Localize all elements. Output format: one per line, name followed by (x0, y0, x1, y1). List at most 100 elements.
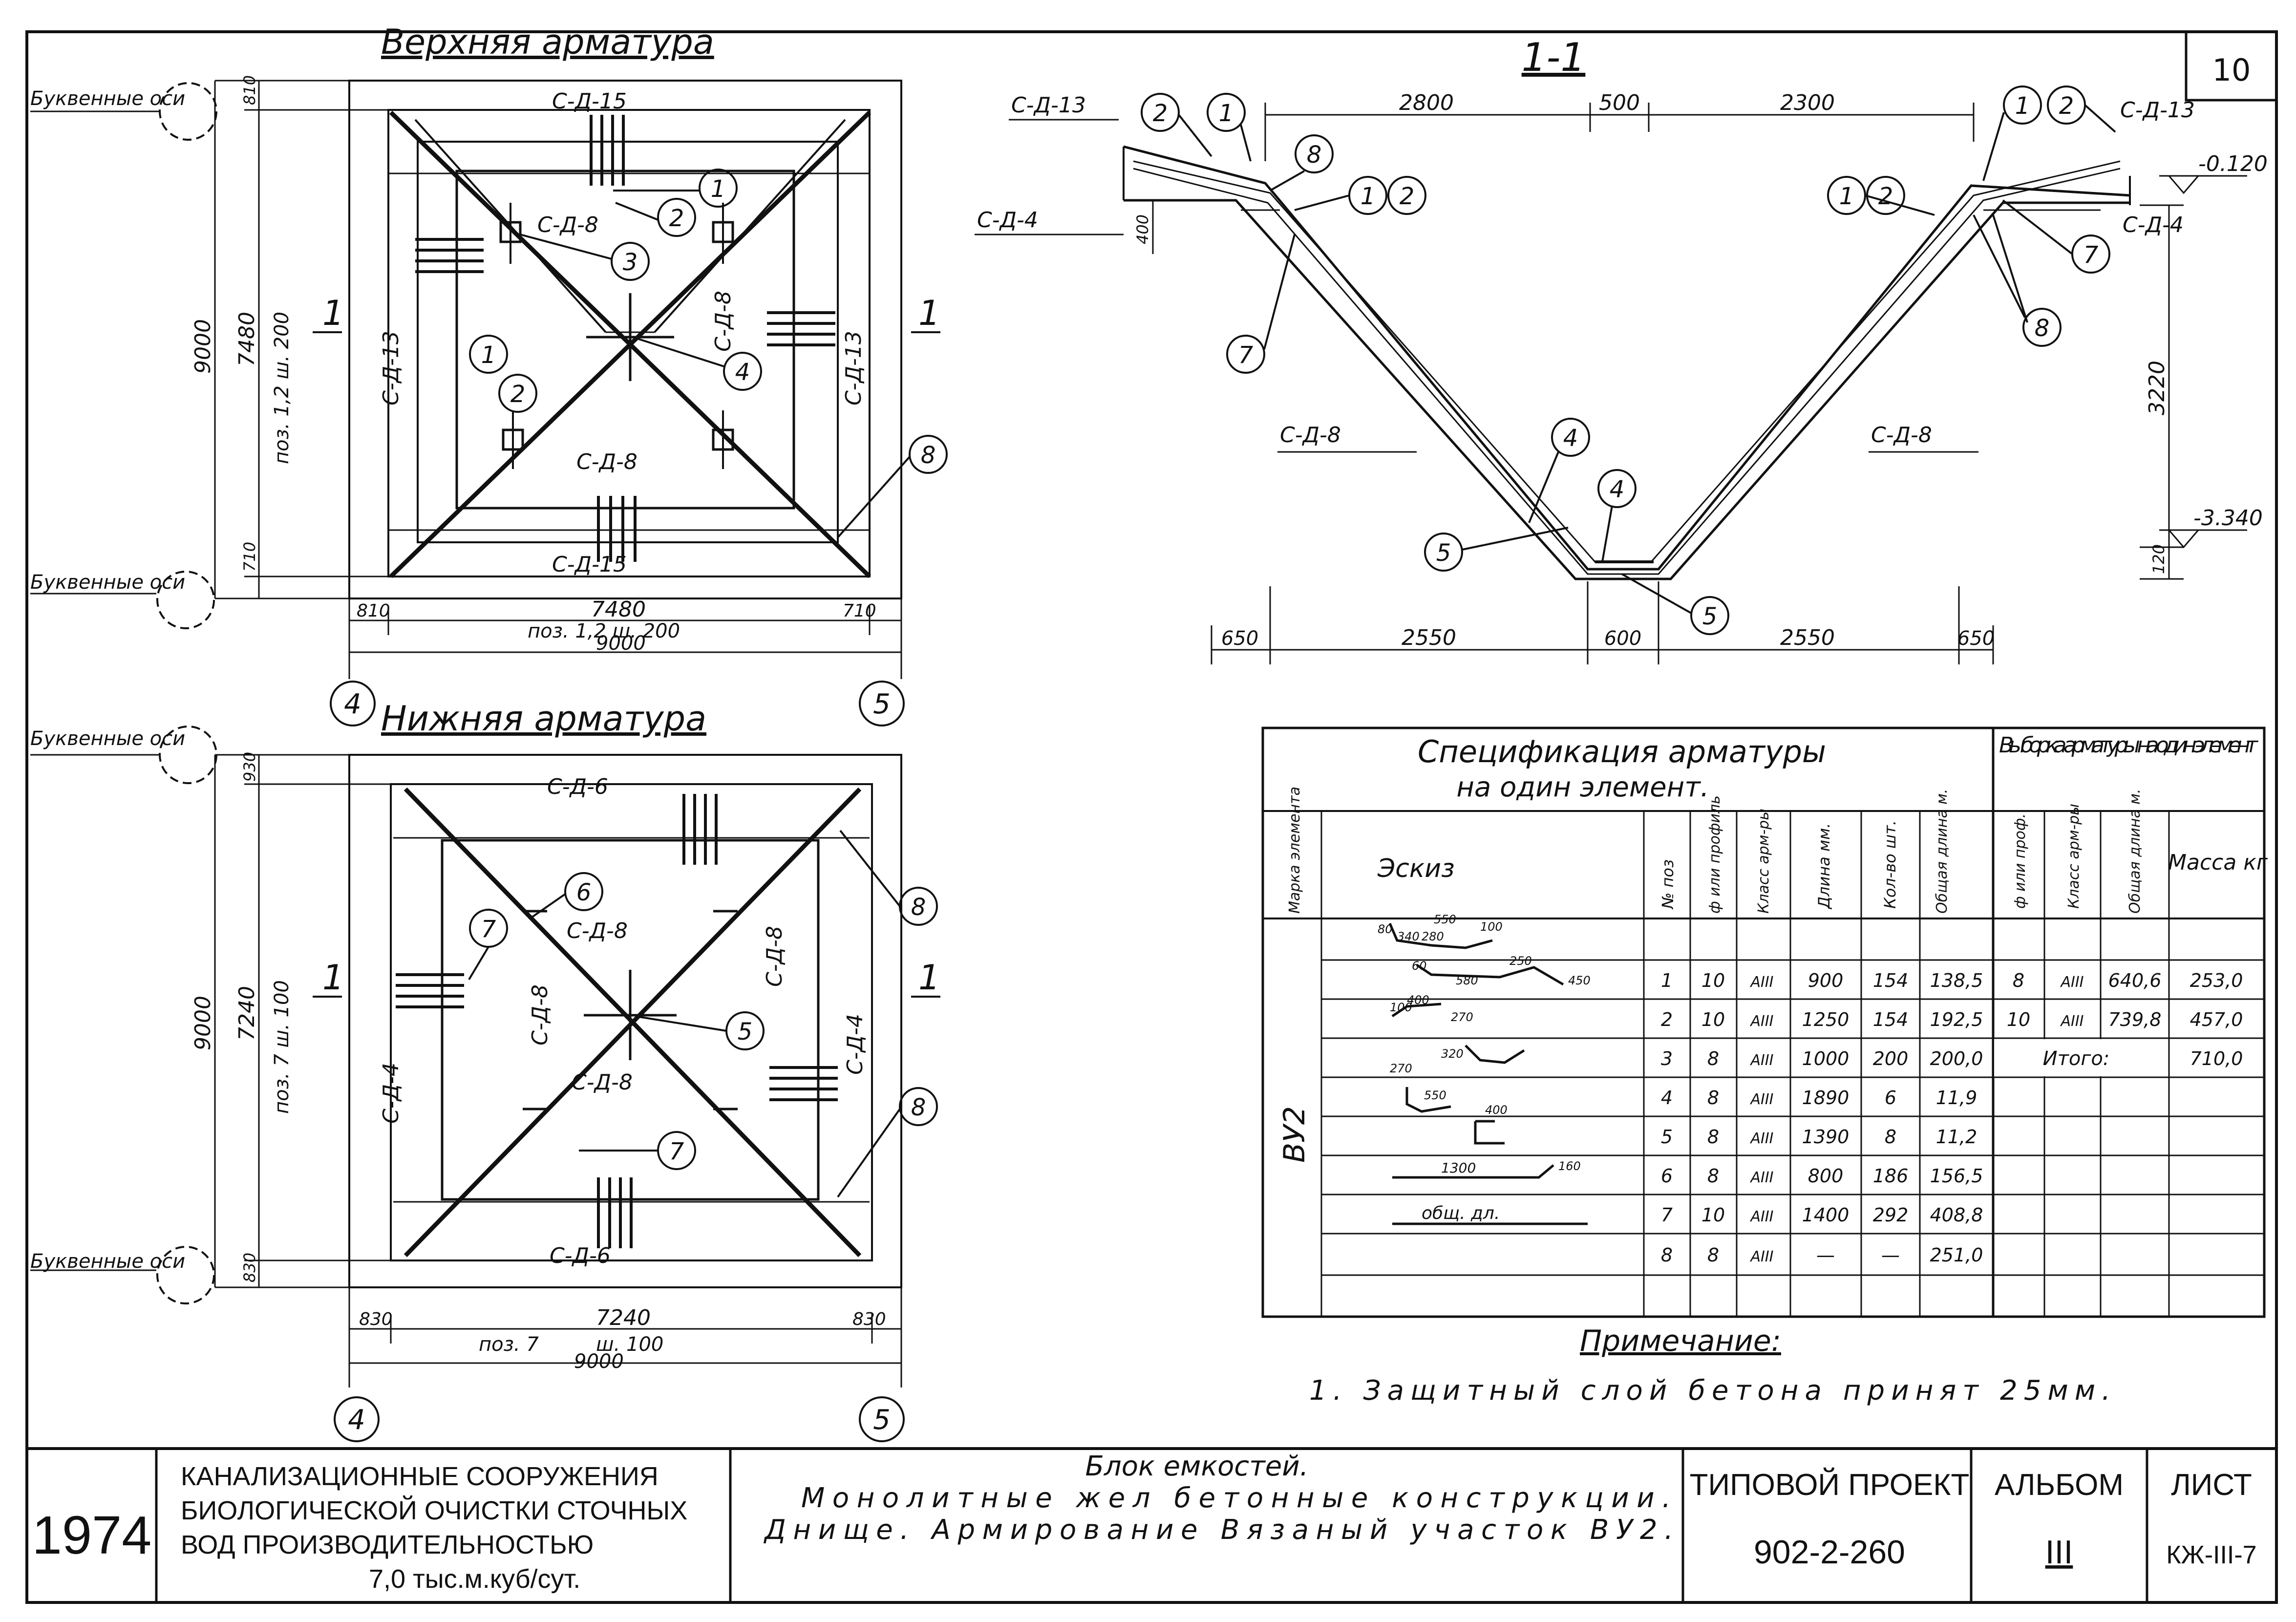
sketch-dim: 550 (1424, 1088, 1446, 1102)
top-axis-label-bottom: Буквенные оси (30, 571, 185, 594)
dim-right-h: 710 (843, 601, 876, 621)
callout: 4 (735, 359, 750, 386)
table-cell: 1 (1661, 970, 1673, 991)
hdr-sdia: ф или проф. (2012, 813, 2029, 909)
callout: 7 (1238, 341, 1254, 369)
spec-title-1: Спецификация арматуры (1418, 734, 1826, 769)
label-cd8-a: С-Д-8 (537, 213, 598, 237)
hdr-qty: Кол-во шт. (1881, 820, 1899, 909)
table-cell: — (1816, 1244, 1835, 1266)
dim-3220: 3220 (2145, 361, 2169, 415)
spec-rows: 1 10 AIII 900 154 138,5 2 10 AIII 1250 1… (1661, 970, 1983, 1266)
hdr-dia: ф или профиль (1706, 795, 1723, 914)
level-top: -0.120 (2198, 151, 2268, 176)
callout: 8 (921, 442, 936, 469)
callout: 1 (1219, 100, 1234, 127)
table-cell: 8 (1707, 1048, 1719, 1069)
axis-bubble (156, 571, 215, 629)
axis-4: 4 (348, 1404, 365, 1436)
dim-bottom-v: 830 (240, 1253, 259, 1282)
callout: 6 (576, 879, 592, 906)
axis-bubble-5 (859, 1396, 905, 1442)
spec-row: 5 8 AIII 1390 8 11,2 (1661, 1126, 1977, 1148)
label-cd4-right: С-Д-4 (2123, 213, 2184, 237)
hdr-mass: Масса кг (2168, 850, 2268, 875)
label-cd13-left: С-Д-13 (379, 331, 404, 406)
project-number: 902-2-260 (1754, 1534, 1905, 1571)
table-cell: AIII (1749, 1091, 1773, 1108)
label-cd13-right: С-Д-13 (2120, 98, 2195, 123)
top-plan: Верхняя арматура Буквенные оси Буквенные… (30, 22, 948, 726)
axis-bubble-5 (859, 681, 905, 726)
dim-pos-h: поз. 7 (479, 1333, 539, 1356)
table-cell: 11,9 (1936, 1087, 1977, 1109)
org-line-4: 7,0 тыс.м.куб/сут. (369, 1564, 580, 1594)
callout: 1 (711, 175, 726, 203)
callout: 2 (1153, 100, 1168, 127)
callout: 7 (669, 1138, 684, 1165)
dim-bottom-1: 650 (1221, 627, 1258, 650)
table-cell: AIII (2060, 974, 2083, 991)
table-cell: 156,5 (1930, 1165, 1983, 1187)
callout: 1 (2015, 92, 2030, 120)
table-cell: 4 (1661, 1087, 1673, 1109)
dim-bottom-5: 650 (1957, 627, 1995, 650)
table-cell: 800 (1808, 1165, 1844, 1187)
hdr-pos: № поз (1658, 859, 1677, 910)
sheet-number-box: 10 (2185, 32, 2276, 102)
dim-pos-v: поз. 7 ш. 100 (271, 980, 293, 1114)
spec-row: 6 8 AIII 800 186 156,5 (1661, 1165, 1983, 1187)
callout: 2 (669, 205, 684, 232)
dim-total-h: 9000 (596, 632, 646, 655)
spec-row: 1 10 AIII 900 154 138,5 (1661, 970, 1983, 991)
sketch-total: общ. дл. (1422, 1203, 1500, 1223)
dim-top-3: 2300 (1780, 90, 1835, 115)
dim-top-v: 810 (240, 75, 259, 105)
section-profile (1123, 145, 2130, 571)
org-line-1: КАНАЛИЗАЦИОННЫЕ СООРУЖЕНИЯ (181, 1462, 659, 1491)
spec-row: 4 8 AIII 1890 6 11,9 (1661, 1087, 1977, 1109)
table-cell: 10 (1701, 1204, 1725, 1226)
axis-bubble-4 (334, 1396, 380, 1442)
dim-top-1: 2800 (1399, 90, 1454, 115)
axis-5: 5 (873, 1404, 891, 1436)
label-cd6-top: С-Д-6 (547, 774, 608, 799)
sketch-dim: 100 (1390, 1001, 1412, 1014)
bar-bundle (396, 794, 838, 1248)
table-cell: 739,8 (2108, 1009, 2162, 1030)
slab-outline (348, 754, 902, 1288)
table-cell: 186 (1873, 1165, 1909, 1187)
spec-row: 3 8 AIII 1000 200 200,0 (1661, 1048, 1983, 1069)
spec-row: 8 8 AIII — — 251,0 (1661, 1244, 1983, 1266)
bottom-axis-label-bottom: Буквенные оси (30, 1250, 185, 1273)
table-cell: 5 (1661, 1126, 1673, 1148)
callout: 5 (738, 1018, 753, 1046)
note-title: Примечание: (1580, 1324, 1781, 1358)
dim-bottom-2: 2550 (1402, 625, 1456, 650)
callout: 1 (1361, 183, 1376, 210)
dim-total-h: 9000 (574, 1350, 624, 1373)
callout: 8 (2035, 315, 2050, 342)
table-cell: 3 (1661, 1048, 1673, 1069)
desc-line-3: Днище. Армирование Вязаный участок ВУ2. (763, 1514, 1673, 1546)
section-mark-left: 1 (322, 958, 344, 998)
sheet-number: 10 (2212, 52, 2251, 88)
table-cell: 7 (1661, 1204, 1673, 1226)
dim-bottom-3: 600 (1604, 627, 1641, 650)
selection-row: 8 AIII 640,6 253,0 (2013, 970, 2243, 991)
table-cell: 10 (1701, 1009, 1725, 1030)
label-cd4-right: С-Д-4 (843, 1014, 868, 1075)
table-cell: AIII (1749, 1130, 1773, 1147)
desc-line-2: Монолитные жел бетонные конструкции. (801, 1482, 1671, 1514)
label-cd8-a: С-Д-8 (567, 918, 628, 943)
hdr-total: Общая длина м. (1934, 789, 1951, 914)
dim-400: 400 (1133, 214, 1152, 244)
sketch-dim: 250 (1509, 954, 1532, 968)
sketch-dim: 580 (1456, 974, 1478, 987)
table-cell: 11,2 (1936, 1126, 1977, 1148)
dim-left-h: 810 (357, 601, 390, 621)
sketch-dim: 1300 (1441, 1160, 1476, 1176)
spec-row: 2 10 AIII 1250 154 192,5 (1661, 1009, 1983, 1030)
sketch-dim: 160 (1558, 1159, 1581, 1173)
table-cell: AIII (1749, 1013, 1773, 1030)
